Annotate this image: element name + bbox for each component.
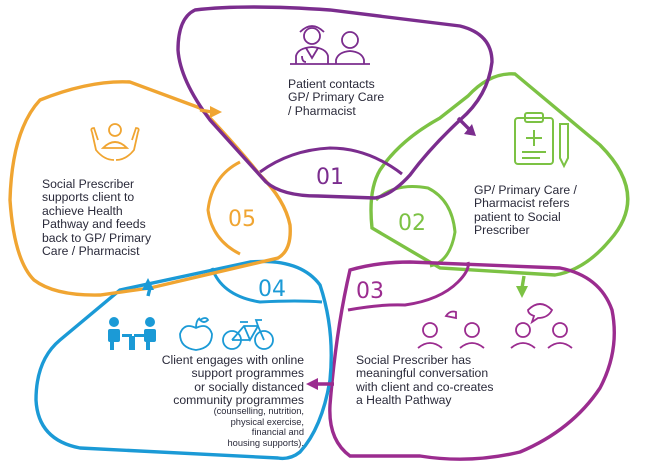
stage-05-text: Social Prescriber supports client to ach… <box>42 177 192 259</box>
stage-01-number: 01 <box>316 165 344 190</box>
stage-03-outline <box>328 260 616 461</box>
stage-02-number: 02 <box>398 211 426 236</box>
stage-03-line: meaningful conversation <box>356 366 489 381</box>
stage-05-number: 05 <box>228 207 256 232</box>
hands-holding-person-icon <box>90 123 140 161</box>
stage-03-line: with client and co-creates <box>356 379 494 394</box>
stage-02-line: GP/ Primary Care / <box>474 183 577 197</box>
arrow-05-to-01 <box>199 106 222 118</box>
stage-04-note-line: physical exercise, <box>230 416 304 427</box>
stage-02-outline <box>369 72 630 277</box>
stage-02-line: Prescriber <box>474 223 530 238</box>
stage-05-line: Pathway and feeds <box>42 217 146 232</box>
stage-04-panel: 04 <box>34 259 333 461</box>
stage-04-note-line: housing supports). <box>227 437 305 448</box>
stage-01-inner-arc <box>259 146 403 176</box>
arrow-01-to-02 <box>456 116 476 136</box>
stage-04-outline <box>34 259 333 461</box>
stage-04-note-line: (counselling, nutrition, <box>213 406 304 416</box>
stage-04-line: Client engages with online <box>161 353 304 367</box>
stage-01-outline <box>176 5 494 200</box>
stage-03-panel: 03 <box>328 260 616 461</box>
stage-05-line: achieve Health <box>42 203 123 218</box>
stage-04-inner-arc <box>210 267 323 304</box>
doctor-and-patient-icon <box>290 25 370 65</box>
conversation-people-icon <box>417 303 573 349</box>
stage-05-inner-arc <box>206 160 241 256</box>
stage-03-number: 03 <box>356 279 384 304</box>
clipboard-prescription-icon <box>514 112 569 169</box>
stage-04-line: support programmes <box>191 366 304 381</box>
apple-icon <box>179 317 213 351</box>
arrow-03-to-04 <box>306 378 334 390</box>
arrow-02-to-03 <box>516 275 528 298</box>
stage-02-line: patient to Social <box>474 209 561 224</box>
stage-02-text: GP/ Primary Care / Pharmacist refers pat… <box>474 183 624 238</box>
stage-01-panel: 01 <box>176 5 494 200</box>
stage-05-line: back to GP/ Primary <box>42 230 152 245</box>
stage-03-text: Social Prescriber has meaningful convers… <box>356 353 556 408</box>
stage-03-inner-arc <box>347 261 470 312</box>
stage-04-note-line: financial and <box>251 427 304 438</box>
stage-03-line: Social Prescriber has <box>356 353 472 367</box>
stage-04-line: or socially distanced <box>194 379 304 394</box>
stage-04-text: Client engages with online support progr… <box>90 353 304 408</box>
stage-05-line: supports client to <box>42 190 135 205</box>
stage-01-line: Patient contacts <box>288 77 375 91</box>
stage-05-line: Social Prescriber <box>42 177 135 191</box>
stage-04-line: community programmes <box>173 393 304 408</box>
stage-04-note: (counselling, nutrition, physical exerci… <box>150 406 304 448</box>
stage-02-line: Pharmacist refers <box>474 196 570 211</box>
stage-01-text: Patient contacts GP/ Primary Care / Phar… <box>288 77 428 118</box>
stage-04-number: 04 <box>258 277 286 302</box>
stage-03-line: a Health Pathway <box>356 393 452 408</box>
stage-01-line: GP/ Primary Care <box>288 90 385 105</box>
meeting-people-icon <box>108 317 156 350</box>
arrow-04-to-05 <box>142 278 154 297</box>
stage-01-line: / Pharmacist <box>288 103 356 118</box>
bicycle-icon <box>222 319 274 350</box>
stage-05-line: Care / Pharmacist <box>42 244 140 259</box>
